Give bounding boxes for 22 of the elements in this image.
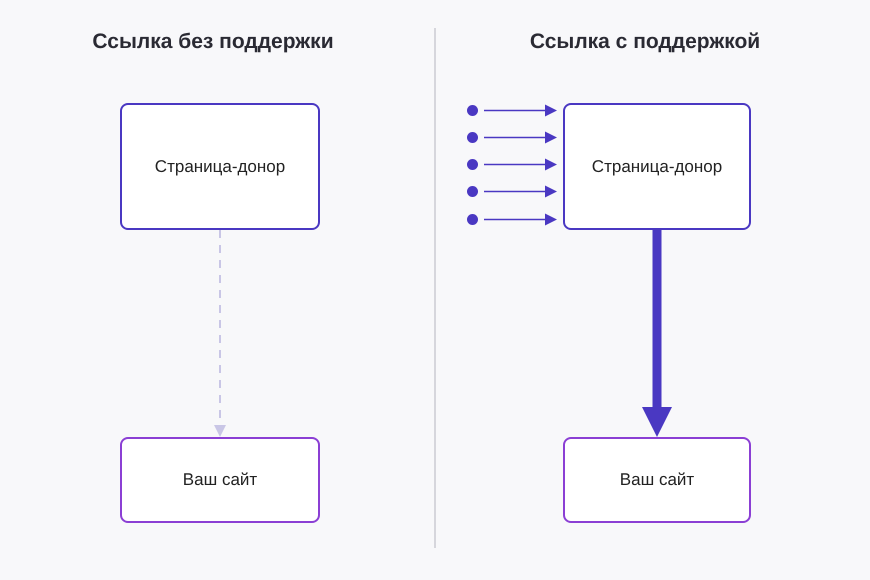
box-label: Страница-донор (592, 156, 722, 176)
arrow (484, 214, 557, 226)
arrow (484, 104, 557, 116)
section-heading: Ссылка без поддержки (91, 30, 335, 54)
dot-marker (467, 159, 478, 170)
dot-marker (467, 105, 478, 116)
page-box (120, 437, 320, 523)
box-label: Ваш сайт (620, 470, 694, 490)
dot-marker (467, 186, 478, 197)
arrow (214, 230, 226, 437)
box-label: Ваш сайт (182, 470, 258, 490)
dot-marker (467, 214, 478, 225)
section-heading: Ссылка с поддержкой (528, 30, 762, 54)
box-label: Страница-донор (154, 156, 286, 176)
arrow (484, 132, 557, 144)
arrow (484, 186, 557, 198)
page-box (563, 437, 751, 523)
page-box (563, 103, 751, 230)
arrow (484, 158, 557, 170)
dot-marker (467, 132, 478, 143)
page-box (120, 103, 320, 230)
arrow (642, 230, 672, 437)
